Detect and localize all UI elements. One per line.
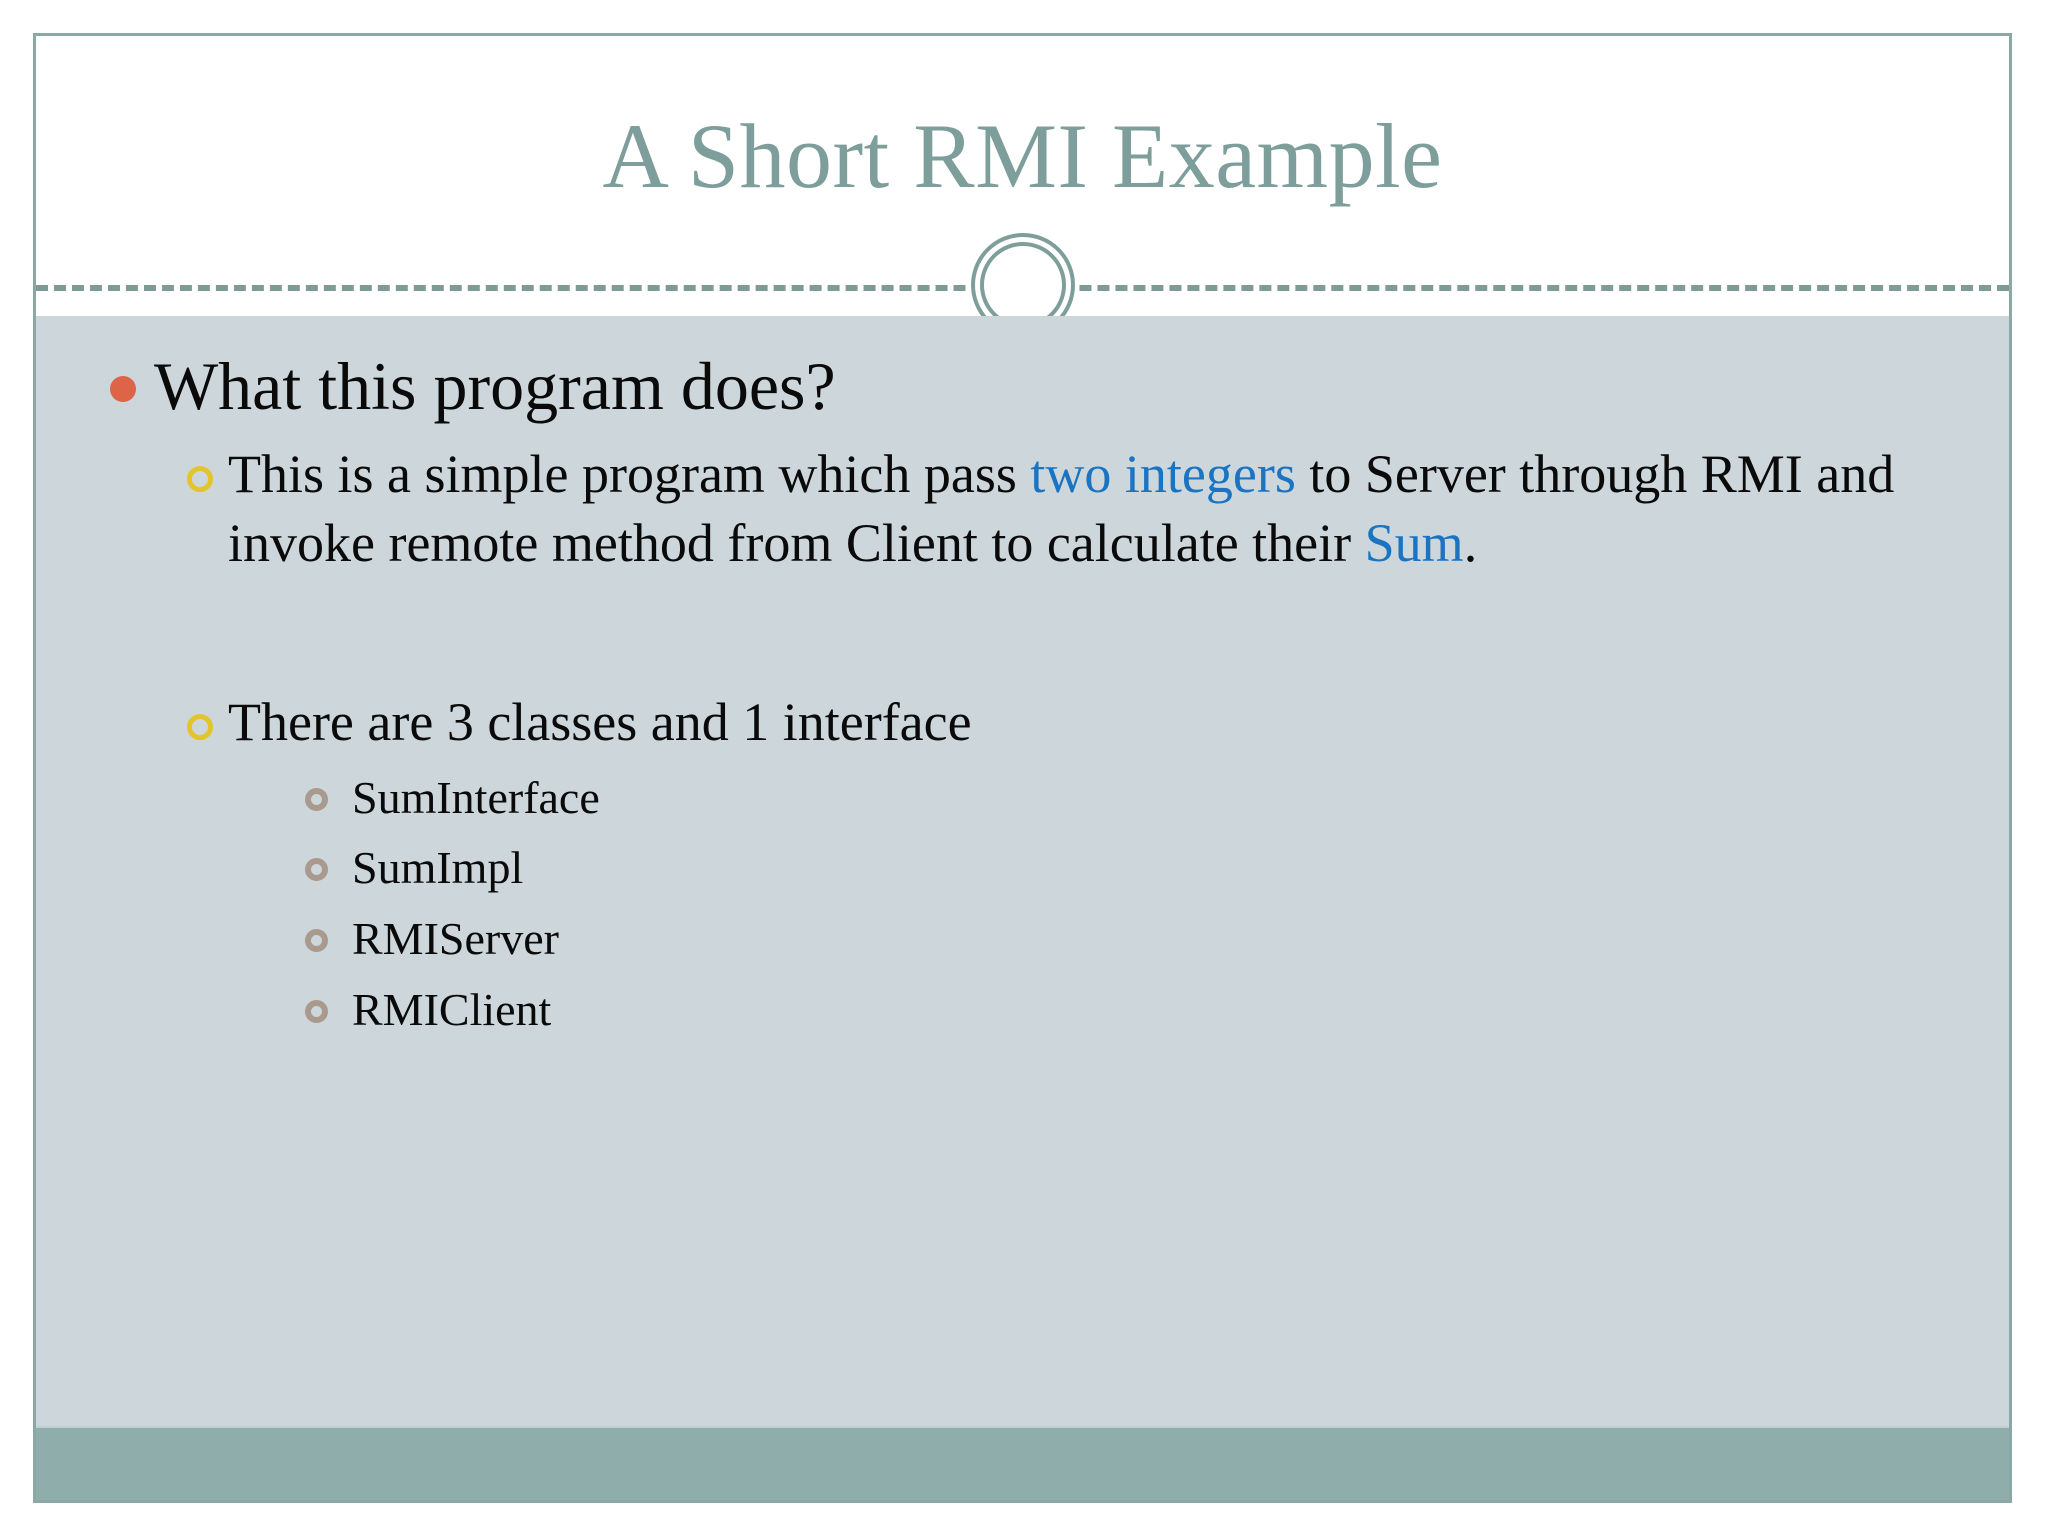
class-item-label: RMIClient — [352, 983, 552, 1035]
bullet-hollow-circle-icon — [172, 688, 228, 741]
paragraph-part3: . — [1463, 513, 1478, 574]
list-item-level1: What this program does? — [92, 346, 1969, 426]
footer-accent-bar — [36, 1426, 2009, 1500]
list-item-level3: SumImpl — [280, 838, 1969, 899]
classes-heading-text: There are 3 classes and 1 interface — [228, 692, 972, 753]
bullet-hollow-circle-icon — [172, 440, 228, 493]
paragraph-highlight-two-integers: two integers — [1030, 444, 1296, 505]
content-spacer — [64, 578, 1969, 674]
paragraph-highlight-sum: Sum — [1364, 513, 1464, 574]
paragraph-part1: This is a simple program which pass — [228, 444, 1031, 505]
slide: A Short RMI Example What this program do… — [33, 33, 2012, 1503]
list-item-level3: RMIClient — [280, 980, 1969, 1041]
list-item-level2-classes: There are 3 classes and 1 interface — [172, 688, 1969, 757]
class-item-label: SumImpl — [352, 842, 524, 894]
list-item-level3: SumInterface — [280, 768, 1969, 829]
bullet-hollow-circle-icon — [280, 768, 352, 811]
list-item-level2-paragraph: This is a simple program which pass two … — [172, 440, 1969, 578]
content-list: What this program does? This is a simple… — [36, 316, 2009, 1040]
paragraph-text: This is a simple program which pass two … — [228, 440, 1908, 578]
bullet-filled-circle-icon — [92, 346, 154, 402]
bullet-hollow-circle-icon — [280, 909, 352, 952]
bullet-hollow-circle-icon — [280, 980, 352, 1023]
list-item-level3: RMIServer — [280, 909, 1969, 970]
page-title: A Short RMI Example — [602, 105, 1443, 207]
class-item-label: RMIServer — [352, 913, 559, 964]
heading-text: What this program does? — [154, 348, 836, 424]
paragraph-part2: to Server through RMI and invoke remote … — [228, 444, 1895, 574]
title-band: A Short RMI Example — [36, 36, 2009, 316]
class-item-label: SumInterface — [352, 771, 600, 823]
bullet-hollow-circle-icon — [280, 838, 352, 882]
body-panel: What this program does? This is a simple… — [36, 316, 2009, 1428]
